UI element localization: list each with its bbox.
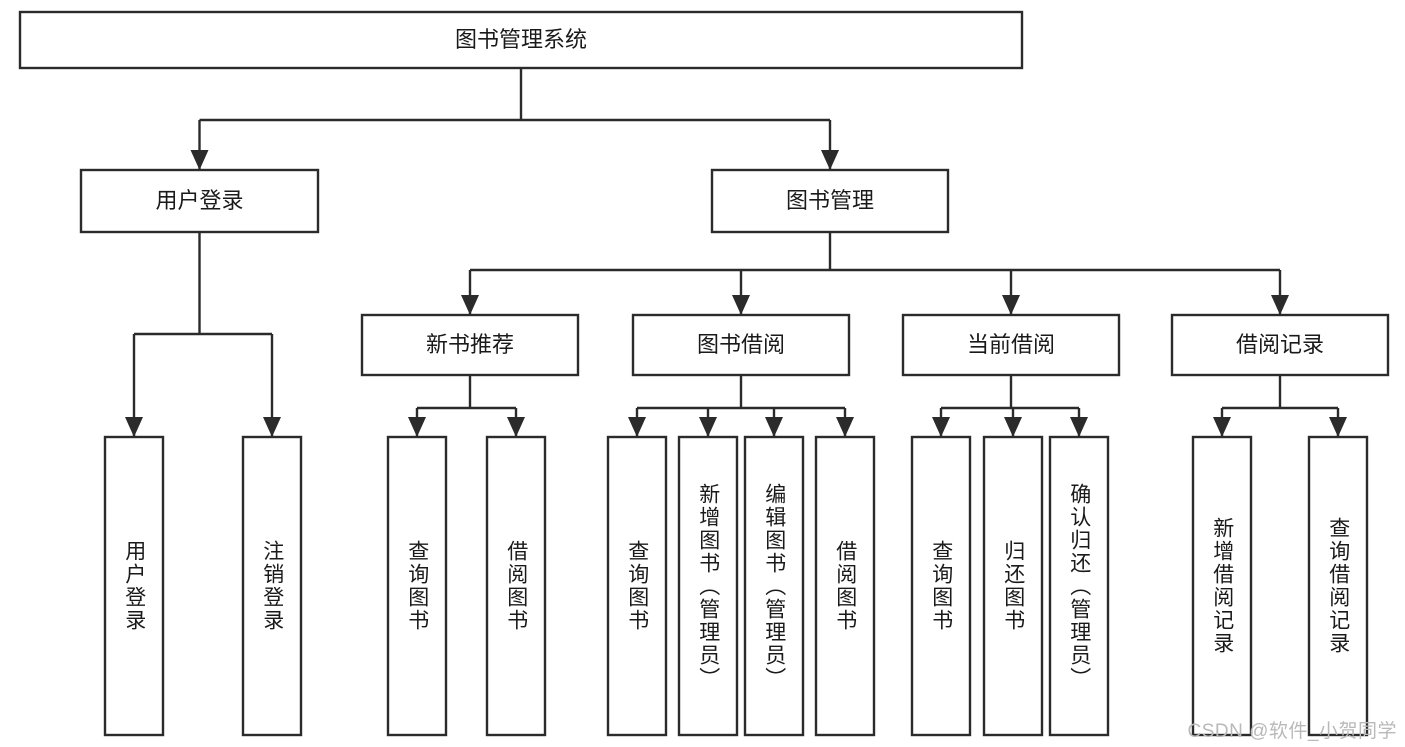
node-box-user-login[interactable]	[79, 168, 320, 234]
node-label-book-borrow: 图书借阅	[697, 332, 785, 357]
node-box-current-borrow[interactable]	[901, 313, 1121, 377]
node-box-leaf-return-book[interactable]	[982, 435, 1044, 737]
node-label-new-book-recommend: 新书推荐	[426, 332, 514, 357]
node-box-new-book-recommend[interactable]	[360, 313, 580, 377]
node-box-leaf-add-borrow-record[interactable]	[1191, 435, 1253, 737]
node-box-leaf-query-book-current[interactable]	[910, 435, 972, 737]
node-box-layer	[18, 10, 1390, 737]
arrow-head-icon	[263, 417, 281, 437]
arrow-head-icon	[1213, 417, 1231, 437]
arrow-head-icon	[821, 150, 839, 170]
arrow-head-icon	[190, 150, 209, 170]
node-box-leaf-confirm-return-admin[interactable]	[1048, 435, 1110, 737]
node-box-book-borrow[interactable]	[631, 313, 851, 377]
node-box-borrow-record[interactable]	[1170, 313, 1390, 377]
node-box-root[interactable]	[18, 10, 1024, 70]
csdn-watermark: CSDN @软件_小贺同学	[1187, 721, 1397, 742]
arrow-head-icon	[932, 417, 950, 437]
arrow-head-icon	[836, 417, 854, 437]
node-box-leaf-logout-login[interactable]	[241, 435, 303, 737]
node-box-book-manage[interactable]	[710, 168, 950, 234]
arrow-head-icon	[408, 417, 426, 437]
arrow-head-icon	[125, 417, 143, 437]
node-label-borrow-record: 借阅记录	[1236, 332, 1324, 357]
node-box-leaf-edit-book-admin[interactable]	[743, 435, 805, 737]
arrow-head-icon	[1271, 295, 1289, 315]
connector-layer	[125, 68, 1347, 437]
node-label-book-manage: 图书管理	[786, 188, 874, 213]
arrow-head-icon	[628, 417, 646, 437]
arrow-head-icon	[1329, 417, 1347, 437]
arrow-head-icon	[732, 295, 750, 315]
arrow-head-icon	[1070, 417, 1088, 437]
node-box-leaf-query-borrow-record[interactable]	[1307, 435, 1369, 737]
node-box-leaf-borrow-book[interactable]	[814, 435, 876, 737]
node-label-current-borrow: 当前借阅	[967, 332, 1055, 357]
arrow-head-icon	[1002, 295, 1020, 315]
node-box-leaf-borrow-book-recommend[interactable]	[485, 435, 547, 737]
node-label-root: 图书管理系统	[455, 27, 587, 52]
arrow-head-icon	[507, 417, 525, 437]
node-box-leaf-query-book-recommend[interactable]	[386, 435, 448, 737]
node-box-leaf-add-book-admin[interactable]	[677, 435, 739, 737]
arrow-head-icon	[461, 295, 479, 315]
node-box-leaf-user-login[interactable]	[103, 435, 165, 737]
arrow-head-icon	[699, 417, 717, 437]
node-box-leaf-query-book-borrow[interactable]	[606, 435, 668, 737]
arrow-head-icon	[1004, 417, 1022, 437]
node-label-user-login: 用户登录	[155, 188, 243, 213]
arrow-head-icon	[765, 417, 783, 437]
